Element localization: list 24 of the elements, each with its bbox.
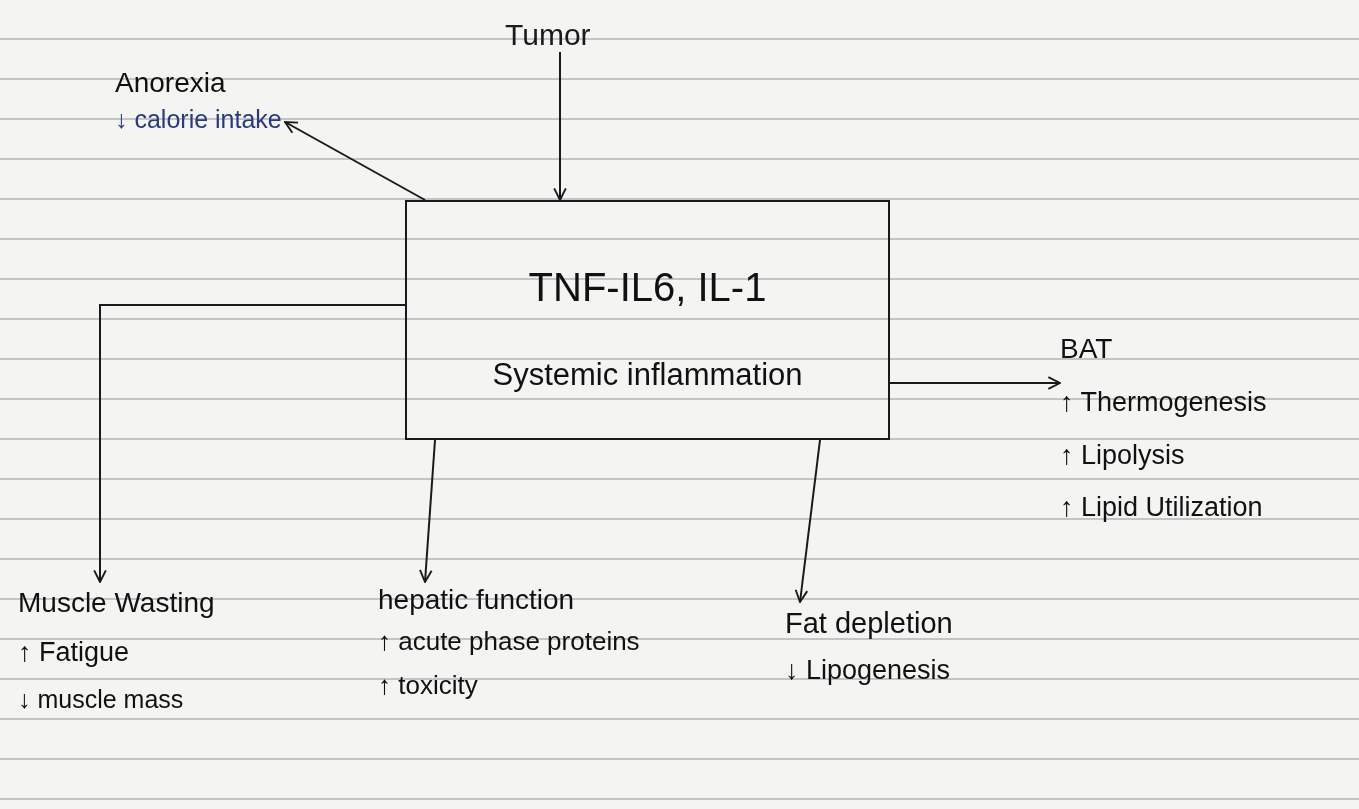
node-label: Tumor [505,17,592,53]
effect-text: ↑ Lipolysis [1060,438,1186,472]
effect-text: ↓ Lipogenesis [785,653,952,687]
arrow [889,376,1061,390]
process-box [405,200,890,440]
arrow [553,51,567,201]
arrow [419,439,436,583]
effect-text: ↑ Fatigue [18,636,131,669]
effect-text: ↑ acute phase proteins [378,625,641,658]
node-heading: Anorexia [115,66,227,100]
arrow [284,121,426,201]
box-heading: Systemic inflammation [492,356,803,394]
effect-text: ↓ calorie intake [115,104,283,135]
node-heading: Muscle Wasting [18,586,216,620]
node-heading: BAT [1060,332,1114,366]
cytokine-label: TNF-IL6, IL-1 [528,264,767,311]
effect-text: ↑ Lipid Utilization [1060,491,1264,524]
effect-text: ↑ toxicity [378,668,479,702]
node-heading: Fat depletion [785,606,954,641]
node-heading: hepatic function [378,583,576,617]
arrow [93,304,406,583]
effect-text: ↑ Thermogenesis [1060,386,1268,419]
effect-text: ↓ muscle mass [18,683,185,715]
arrow [794,439,821,603]
